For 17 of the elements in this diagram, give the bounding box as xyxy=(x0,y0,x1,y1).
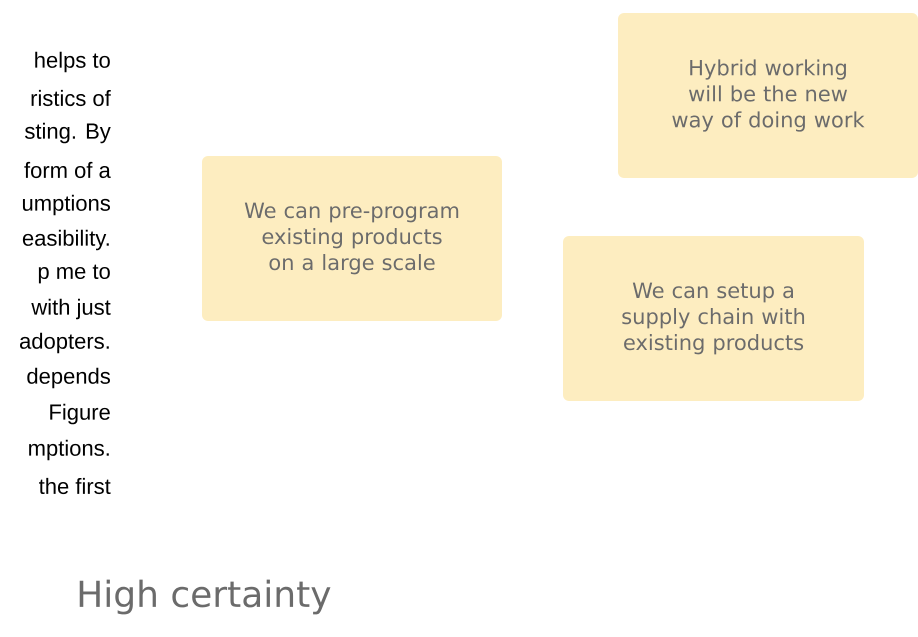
sticky-note: Hybrid working will be the new way of doing work xyxy=(618,13,918,178)
sticky-note: We can setup a supply chain with existing products xyxy=(563,236,864,401)
paragraph-line: mptions. xyxy=(29,440,109,460)
paragraph-line: ristics of xyxy=(32,90,111,106)
paragraph-line: Figure xyxy=(50,404,110,424)
paragraph-line: helps to xyxy=(35,52,110,72)
paragraph-line: the first xyxy=(39,478,111,494)
paragraph-line: form of a xyxy=(24,162,111,178)
paragraph-line: easibility. xyxy=(22,230,109,250)
paragraph-line: umptions xyxy=(22,194,110,216)
paragraph-line: depends xyxy=(27,368,110,388)
paragraph-line: adopters. xyxy=(20,332,109,354)
paragraph-line: p me to xyxy=(38,264,110,284)
heading: High certainty xyxy=(80,580,330,614)
paragraph-line: with just xyxy=(31,298,111,320)
sticky-note: We can pre-program existing products on a large scale xyxy=(202,156,502,321)
paragraph-line: sting. By xyxy=(25,122,111,144)
